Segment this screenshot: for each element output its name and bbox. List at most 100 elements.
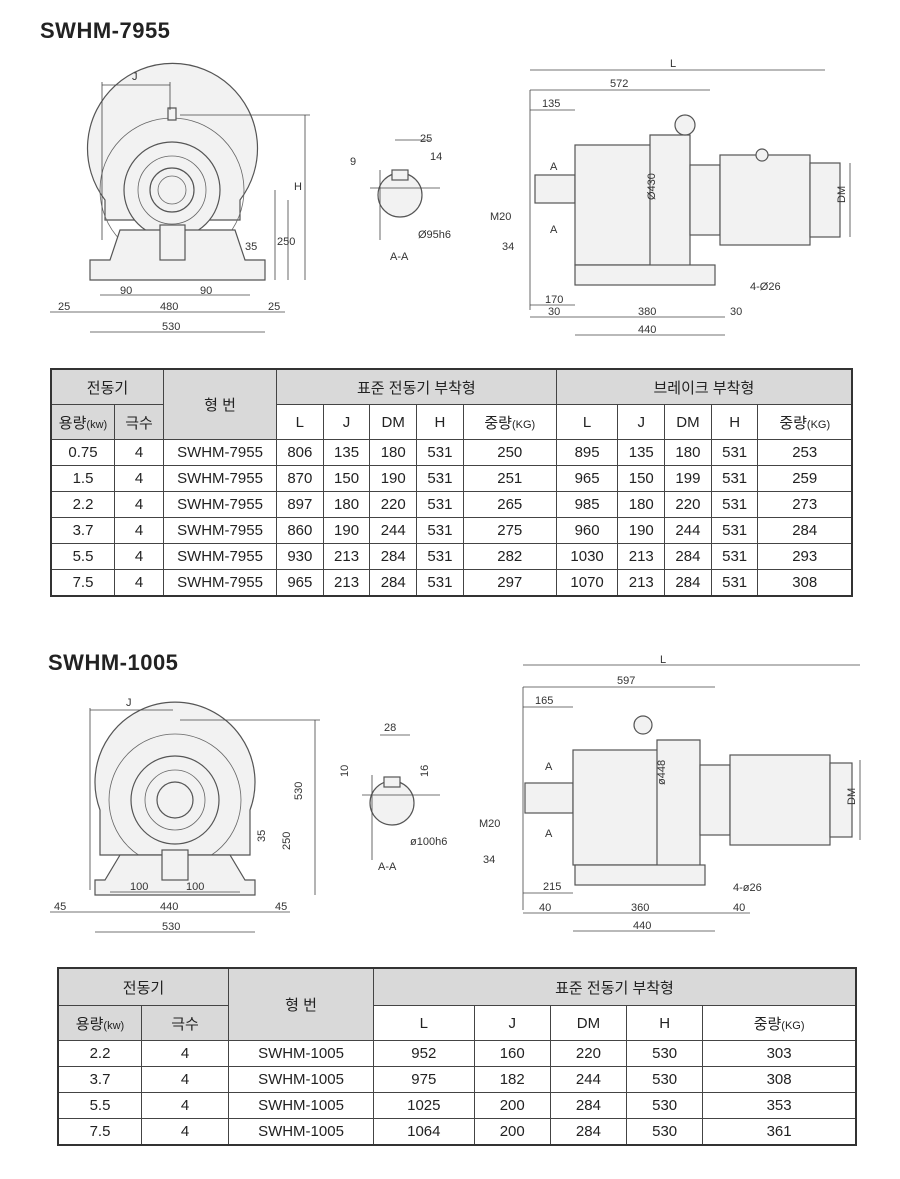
table-cell: 284 [369, 543, 418, 570]
table-cell: 895 [555, 439, 619, 466]
table-cell: 960 [555, 517, 619, 544]
dim-100b: 100 [186, 881, 204, 893]
spec-table-7955: 전동기 형 번 표준 전동기 부착형 브레이크 부착형 용량(kw) 극수 L … [50, 368, 853, 597]
table-cell: 965 [276, 569, 324, 597]
table-cell: 531 [416, 439, 464, 466]
dim-25b: 25 [268, 301, 280, 313]
table-cell: 806 [276, 439, 324, 466]
section-mark-b1: A [545, 761, 553, 773]
table-cell: 0.75 [50, 439, 115, 466]
table-cell: SWHM-1005 [228, 1118, 374, 1146]
section-mark-a1: A [550, 161, 558, 173]
th-motor-2: 전동기 [57, 967, 229, 1006]
table-cell: 4 [141, 1066, 229, 1093]
table-cell: 150 [322, 465, 371, 492]
dim-L: L [670, 58, 676, 70]
table-cell: 531 [710, 439, 759, 466]
section-mark-a2: A [550, 224, 558, 236]
table-cell: 250 [462, 439, 557, 466]
th-poles: 극수 [114, 404, 164, 440]
th-std-H: H [416, 404, 464, 440]
table-cell: 251 [462, 465, 557, 492]
table-cell: 530 [626, 1092, 704, 1119]
table-cell: 244 [664, 517, 712, 544]
table-cell: 275 [462, 517, 557, 544]
dim-dia448: ø448 [656, 760, 668, 785]
table-cell: SWHM-1005 [228, 1066, 374, 1093]
dim-J2: J [126, 697, 132, 709]
table-cell: 220 [664, 491, 712, 518]
th-capacity-2: 용량(kw) [57, 1005, 142, 1041]
dim-M20-2: M20 [479, 818, 500, 830]
dim-holes: 4-Ø26 [750, 281, 781, 293]
dim-215: 215 [543, 881, 561, 893]
table-cell: 273 [757, 491, 853, 518]
dim-100a: 100 [130, 881, 148, 893]
th-std-J: J [322, 404, 371, 440]
dim-170: 170 [545, 294, 563, 306]
table-cell: SWHM-7955 [163, 491, 277, 518]
dim-597: 597 [617, 675, 635, 687]
table-cell: 284 [369, 569, 418, 597]
dim-45b: 45 [275, 901, 287, 913]
dim-L2: L [660, 655, 666, 666]
th-brake-motor: 브레이크 부착형 [555, 368, 853, 405]
th2-J: J [473, 1005, 551, 1041]
table-cell: 253 [757, 439, 853, 466]
th-brake-L: L [555, 404, 619, 440]
dim-28: 28 [384, 722, 396, 734]
dim-9: 9 [350, 156, 356, 168]
dim-DM: DM [836, 186, 848, 203]
table-cell: SWHM-1005 [228, 1040, 374, 1067]
table-cell: 860 [276, 517, 324, 544]
table-cell: 2.2 [57, 1040, 142, 1067]
dim-25: 25 [420, 133, 432, 145]
dim-dia430: Ø430 [646, 173, 658, 200]
dim-135: 135 [542, 98, 560, 110]
table-cell: 531 [416, 569, 464, 597]
table-cell: 303 [702, 1040, 857, 1067]
table-cell: 4 [114, 491, 164, 518]
table-cell: 135 [617, 439, 666, 466]
th-standard-motor: 표준 전동기 부착형 [276, 368, 557, 405]
dim-M20: M20 [490, 211, 511, 223]
dim-40b: 40 [733, 902, 745, 914]
table-cell: 180 [664, 439, 712, 466]
table-cell: 190 [617, 517, 666, 544]
table-cell: SWHM-1005 [228, 1092, 374, 1119]
section-label-aa: A-A [390, 251, 409, 263]
table-cell: 353 [702, 1092, 857, 1119]
dim-J: J [132, 71, 138, 83]
table-cell: 530 [626, 1066, 704, 1093]
th-std-L: L [276, 404, 324, 440]
table-cell: 531 [710, 491, 759, 518]
table-cell: 5.5 [57, 1092, 142, 1119]
table-cell: 150 [617, 465, 666, 492]
section-mark-b2: A [545, 828, 553, 840]
spec-table-1005: 전동기 형 번 표준 전동기 부착형 용량(kw) 극수 L J DM H 중량… [57, 967, 857, 1146]
dim-90b: 90 [200, 285, 212, 297]
table-cell: 199 [664, 465, 712, 492]
section-title-1005: SWHM-1005 [48, 650, 179, 675]
dim-480: 480 [160, 301, 178, 313]
table-cell: 182 [473, 1066, 551, 1093]
dim-440: 440 [638, 324, 656, 336]
dim-572: 572 [610, 78, 628, 90]
table-cell: 531 [710, 517, 759, 544]
table-cell: 930 [276, 543, 324, 570]
table-cell: 531 [710, 543, 759, 570]
dim-DM2: DM [846, 788, 858, 805]
table-cell: 531 [416, 465, 464, 492]
table-cell: 244 [549, 1066, 628, 1093]
table-cell: 985 [555, 491, 619, 518]
table-cell: 5.5 [50, 543, 115, 570]
table-cell: 531 [416, 517, 464, 544]
dim-360: 360 [631, 902, 649, 914]
dim-530: 530 [162, 321, 180, 333]
